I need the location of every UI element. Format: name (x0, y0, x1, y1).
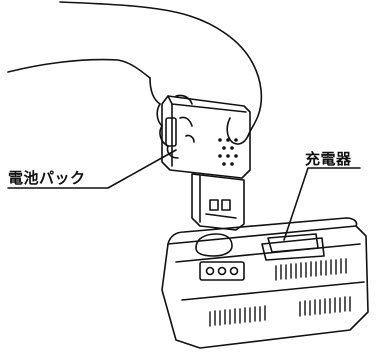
battery-pack-label: 電池パック (8, 167, 86, 188)
battery-pack-illustration (162, 96, 250, 230)
charger-label: 充電器 (305, 148, 352, 169)
hand-illustration (8, 2, 261, 158)
charger-illustration (162, 218, 368, 348)
